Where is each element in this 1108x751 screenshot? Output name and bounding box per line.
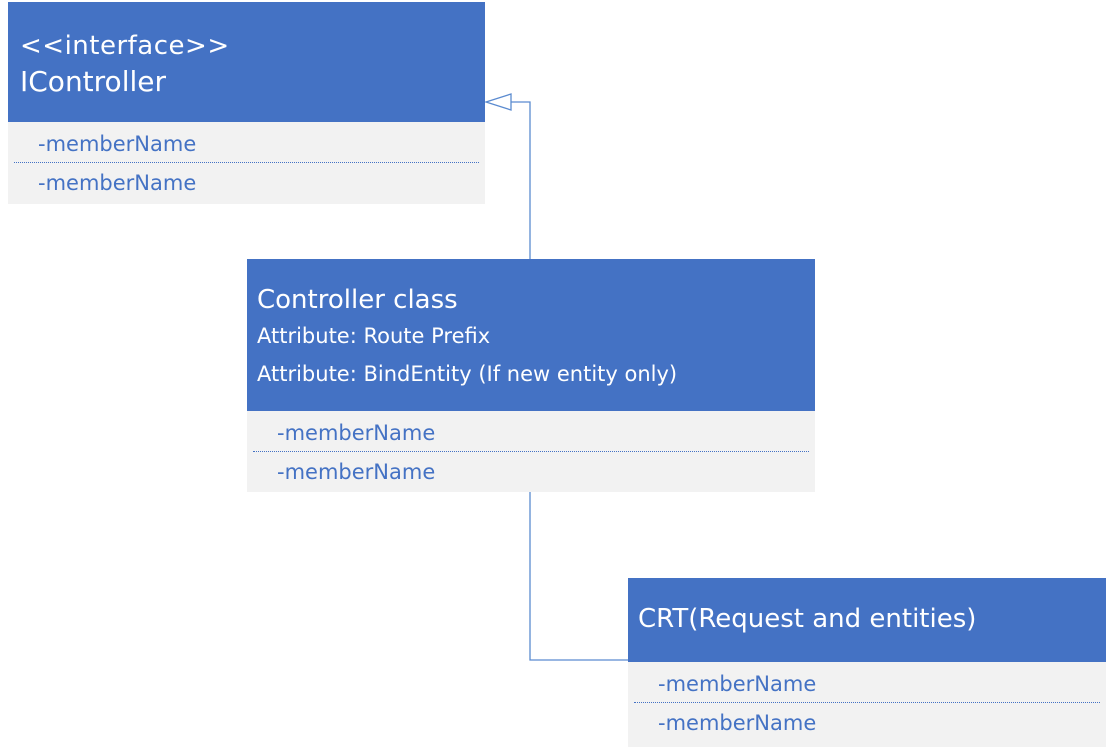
class-controller[interactable]: Controller class Attribute: Route Prefix…: [247, 259, 815, 492]
class-crt[interactable]: CRT(Request and entities) -memberName -m…: [628, 578, 1106, 747]
association-line: [529, 492, 628, 661]
member-item: -memberName: [658, 672, 817, 696]
class-icontroller[interactable]: <<interface>> IController -memberName -m…: [8, 2, 485, 204]
member-item: -memberName: [277, 421, 436, 445]
realization-line: [510, 101, 531, 259]
class-header: CRT(Request and entities): [628, 578, 1106, 662]
member-item: -memberName: [277, 460, 436, 484]
member-item: -memberName: [38, 132, 197, 156]
attribute-bind-entity: Attribute: BindEntity (If new entity onl…: [257, 362, 678, 386]
realization-arrowhead: [483, 93, 512, 111]
class-name: IController: [20, 65, 166, 98]
class-header: Controller class Attribute: Route Prefix…: [247, 259, 815, 411]
member-divider: [14, 162, 479, 163]
class-name: CRT(Request and entities): [638, 604, 977, 634]
class-header: <<interface>> IController: [8, 2, 485, 122]
member-divider: [253, 451, 809, 452]
class-members: -memberName -memberName: [247, 411, 815, 492]
member-item: -memberName: [38, 171, 197, 195]
member-divider: [634, 702, 1100, 703]
class-name: Controller class: [257, 285, 458, 315]
member-item: -memberName: [658, 711, 817, 735]
attribute-route-prefix: Attribute: Route Prefix: [257, 324, 491, 348]
class-members: -memberName -memberName: [8, 122, 485, 204]
stereotype-label: <<interface>>: [20, 31, 230, 61]
class-members: -memberName -memberName: [628, 662, 1106, 747]
